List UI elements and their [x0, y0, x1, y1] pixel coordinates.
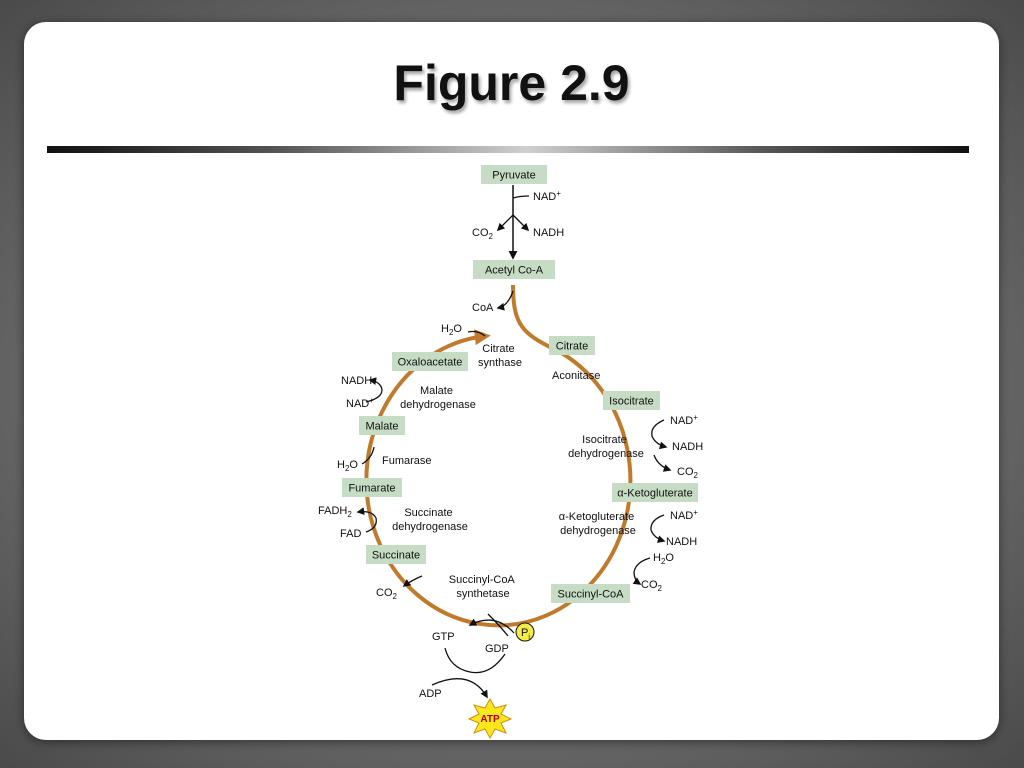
enzyme-succinate-dehydrogenase: Succinate dehydrogenase	[392, 507, 468, 533]
label-nad-plus-2: NAD+	[670, 413, 698, 427]
label-co2-2: CO2	[677, 466, 699, 480]
malate-nad-arrow	[365, 377, 383, 403]
label-nadh-3: NADH	[666, 536, 697, 548]
nadh-out-arrow	[512, 214, 530, 232]
node-pyruvate: Pyruvate	[481, 165, 547, 184]
label-nadh-4: NADH	[341, 375, 372, 387]
svg-text:Succinyl-CoA: Succinyl-CoA	[557, 589, 624, 601]
svg-text:Fumarate: Fumarate	[348, 483, 395, 495]
node-citrate: Citrate	[549, 336, 595, 355]
label-coa: CoA	[472, 302, 494, 314]
label-nad-plus-1: NAD+	[533, 189, 561, 203]
label-nadh-2: NADH	[672, 441, 703, 453]
label-fad: FAD	[340, 528, 361, 540]
label-nad-plus-4: NAD+	[346, 396, 374, 410]
svg-text:Oxaloacetate: Oxaloacetate	[398, 357, 463, 369]
node-malate: Malate	[359, 416, 405, 435]
node-succinate: Succinate	[366, 545, 426, 564]
akg-nad-arrow	[650, 514, 666, 543]
isocitrate-nad-arrow	[651, 419, 668, 450]
node-acetyl-coa: Acetyl Co-A	[473, 260, 555, 279]
label-pi: Pi	[521, 627, 530, 641]
label-fadh2: FADH2	[318, 505, 352, 519]
svg-text:α-Ketogluterate: α-Ketogluterate	[617, 488, 692, 500]
label-h2o-3: H2O	[337, 459, 358, 473]
node-oxaloacetate: Oxaloacetate	[392, 352, 468, 371]
enzyme-fumarase: Fumarase	[382, 455, 432, 467]
svg-text:Pyruvate: Pyruvate	[492, 170, 535, 182]
node-isocitrate: Isocitrate	[603, 391, 660, 410]
enzyme-isocitrate-dehydrogenase: Isocitrate dehydrogenase	[568, 434, 644, 460]
svg-text:Isocitrate: Isocitrate	[609, 396, 654, 408]
co2-out-arrow-1	[496, 214, 514, 232]
enzyme-malate-dehydrogenase: Malate dehydrogenase	[400, 385, 476, 411]
label-atp: ATP	[480, 714, 500, 725]
label-gdp: GDP	[485, 643, 509, 655]
label-nad-plus-3: NAD+	[670, 508, 698, 522]
label-co2-4: CO2	[376, 587, 398, 601]
slide: Figure 2.9	[24, 22, 999, 740]
gdp-to-gtp-arrow	[468, 618, 515, 634]
enzyme-aconitase: Aconitase	[552, 370, 600, 382]
label-h2o-1: H2O	[441, 323, 462, 337]
label-adp: ADP	[419, 688, 442, 700]
co2-out-arrow-4	[402, 575, 423, 587]
title-divider	[47, 146, 969, 153]
label-co2-3: CO2	[641, 579, 663, 593]
nad-in-arrow	[512, 195, 530, 199]
gtp-to-gdp-loop	[444, 647, 506, 674]
h2o-in-arrow-1	[467, 330, 486, 337]
svg-text:Citrate: Citrate	[556, 341, 588, 353]
label-h2o-2: H2O	[653, 552, 674, 566]
node-a-ketogluterate: α-Ketogluterate	[612, 483, 698, 502]
label-gtp: GTP	[432, 631, 455, 643]
node-fumarate: Fumarate	[342, 478, 402, 497]
svg-text:Malate: Malate	[365, 421, 398, 433]
fad-arrow	[356, 507, 377, 533]
node-succinyl-coa: Succinyl-CoA	[551, 584, 630, 603]
pi-circle	[515, 622, 535, 642]
label-nadh-1: NADH	[533, 227, 564, 239]
svg-text:Acetyl Co-A: Acetyl Co-A	[485, 265, 544, 277]
succinylcoa-to-gdp-line	[487, 613, 509, 637]
succinylcoa-h2o-arrow	[632, 557, 651, 585]
enzyme-citrate-synthase: Citrate synthase	[478, 343, 522, 369]
slide-title: Figure 2.9	[393, 55, 630, 111]
enzyme-a-ketogluterate-dehydrogenase: α-Ketogluterate dehydrogenase	[559, 511, 638, 537]
atp-star-icon	[467, 697, 513, 740]
enzyme-succinyl-coa-synthetase: Succinyl-CoA synthetase	[449, 574, 517, 600]
h2o-in-arrow-3	[361, 446, 375, 465]
coa-out-arrow	[496, 290, 514, 311]
label-co2-1: CO2	[472, 227, 494, 241]
adp-to-atp-arrow	[431, 678, 488, 699]
svg-text:Succinate: Succinate	[372, 550, 420, 562]
co2-out-arrow-2	[653, 454, 672, 472]
